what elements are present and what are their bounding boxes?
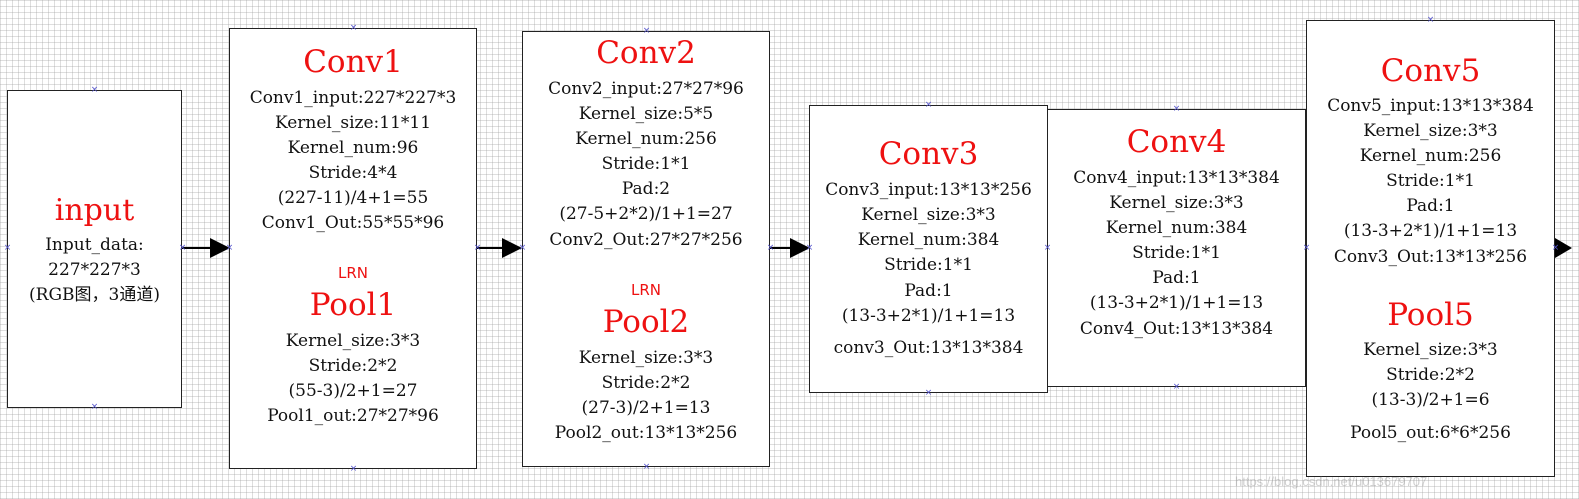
conv1-line-1: Conv1_input:227*227*3 [249,88,457,108]
handle-conv4-top[interactable]: × [1172,104,1181,114]
input-node-title: input [54,193,135,228]
conv5-line-3: Kernel_num:256 [1359,146,1502,166]
conv4-line-4: Stride:1*1 [1132,243,1221,263]
pool2-title: Pool2 [602,304,690,340]
pool5-line-2: Stride:2*2 [1386,365,1475,385]
watermark: https://blog.csdn.net/u013679707 [1235,474,1428,489]
handle-conv1-bottom[interactable]: × [349,464,358,474]
input-node-line-2: 227*227*3 [48,260,141,280]
input-node-line-3: (RGB图，3通道) [29,285,160,305]
conv1-line-3: Kernel_num:96 [287,138,419,158]
conv2-lrn-label: LRN [631,281,661,299]
pool2-line-4: Pool2_out:13*13*256 [554,423,738,443]
conv1-title: Conv1 [303,44,403,80]
pool1-line-2: Stride:2*2 [308,356,398,376]
handle-conv3-bottom[interactable]: × [924,388,933,398]
handle-input-left[interactable]: × [3,243,12,253]
handle-conv2-left[interactable]: × [518,243,527,253]
handle-input-top[interactable]: × [90,85,99,95]
conv2-line-5: Pad:2 [621,179,671,199]
conv5-node[interactable]: Conv5 Conv5_input:13*13*384 Kernel_size:… [1306,20,1555,477]
conv4-line-3: Kernel_num:384 [1105,218,1248,238]
conv2-line-7: Conv2_Out:27*27*256 [549,230,743,250]
input-node-line-1: Input_data: [45,235,144,255]
conv4-line-7: Conv4_Out:13*13*384 [1079,319,1274,339]
conv3-line-4: Stride:1*1 [884,255,973,275]
pool5-line-1: Kernel_size:3*3 [1363,340,1498,360]
conv2-line-3: Kernel_num:256 [575,129,717,149]
handle-input-right[interactable]: × [178,243,187,253]
conv4-line-6: (13-3+2*1)/1+1=13 [1089,293,1264,313]
pool2-line-2: Stride:2*2 [601,373,691,393]
conv5-title: Conv5 [1380,53,1481,89]
conv5-line-6: (13-3+2*1)/1+1=13 [1343,221,1518,241]
conv4-line-5: Pad:1 [1152,268,1201,288]
conv1-lrn-label: LRN [338,264,368,282]
conv3-node[interactable]: Conv3 Conv3_input:13*13*256 Kernel_size:… [809,105,1048,393]
handle-input-bottom[interactable]: × [90,402,99,412]
pool5-title: Pool5 [1387,297,1474,333]
pool5-line-3: (13-3)/2+1=6 [1371,390,1490,410]
conv1-line-6: Conv1_Out:55*55*96 [261,213,445,233]
handle-conv2-right[interactable]: × [766,243,775,253]
conv4-line-2: Kernel_size:3*3 [1109,193,1244,213]
conv1-line-2: Kernel_size:11*11 [274,113,432,133]
conv3-line-6: (13-3+2*1)/1+1=13 [841,306,1016,326]
conv3-title: Conv3 [878,136,979,172]
conv3-line-2: Kernel_size:3*3 [861,205,996,225]
conv5-line-1: Conv5_input:13*13*384 [1327,96,1534,116]
conv2-node[interactable]: Conv2 Conv2_input:27*27*96 Kernel_size:5… [522,31,770,467]
handle-conv2-bottom[interactable]: × [642,462,651,472]
handle-conv2-top[interactable]: × [642,26,651,36]
input-node[interactable]: input Input_data: 227*227*3 (RGB图，3通道) [7,90,182,408]
conv3-line-1: Conv3_input:13*13*256 [825,180,1032,200]
handle-conv4-left[interactable]: × [1043,243,1052,253]
handle-conv4-right[interactable]: × [1302,243,1311,253]
pool1-title: Pool1 [309,287,397,323]
arrow-conv5-out [1555,238,1572,258]
conv2-line-2: Kernel_size:5*5 [578,104,714,124]
arrow-input-conv1 [182,238,230,258]
conv5-line-4: Stride:1*1 [1386,171,1475,191]
arrow-conv1-conv2 [477,238,522,258]
conv5-line-5: Pad:1 [1406,196,1455,216]
pool1-line-4: Pool1_out:27*27*96 [267,406,439,426]
conv1-line-4: Stride:4*4 [308,163,398,183]
handle-conv1-top[interactable]: × [349,23,358,33]
handle-conv4-bottom[interactable]: × [1172,382,1181,392]
conv2-title: Conv2 [596,35,696,71]
conv1-line-5: (227-11)/4+1=55 [277,188,429,208]
conv2-line-4: Stride:1*1 [601,154,691,174]
conv3-line-3: Kernel_num:384 [857,230,1000,250]
pool1-line-1: Kernel_size:3*3 [285,331,421,351]
pool2-line-3: (27-3)/2+1=13 [581,398,711,418]
conv2-line-6: (27-5+2*2)/1+1=27 [559,204,733,224]
conv1-node[interactable]: Conv1 Conv1_input:227*227*3 Kernel_size:… [229,28,477,469]
handle-conv5-right[interactable]: × [1551,243,1560,253]
conv2-line-1: Conv2_input:27*27*96 [548,79,744,99]
conv5-line-7: Conv3_Out:13*13*256 [1333,247,1528,267]
handle-conv1-right[interactable]: × [473,243,482,253]
conv4-line-1: Conv4_input:13*13*384 [1073,168,1280,188]
conv4-node[interactable]: Conv4 Conv4_input:13*13*384 Kernel_size:… [1047,109,1306,387]
pool2-line-1: Kernel_size:3*3 [578,348,714,368]
arrow-conv2-conv3 [770,238,810,258]
pool1-line-3: (55-3)/2+1=27 [288,381,418,401]
conv3-line-5: Pad:1 [904,281,953,301]
pool5-line-4: Pool5_out:6*6*256 [1350,423,1511,443]
conv3-line-7: conv3_Out:13*13*384 [833,338,1024,358]
handle-conv3-left[interactable]: × [805,243,814,253]
handle-conv3-top[interactable]: × [924,100,933,110]
conv5-line-2: Kernel_size:3*3 [1363,121,1498,141]
handle-conv1-left[interactable]: × [225,243,234,253]
handle-conv5-top[interactable]: × [1426,15,1435,25]
conv4-title: Conv4 [1126,124,1227,160]
